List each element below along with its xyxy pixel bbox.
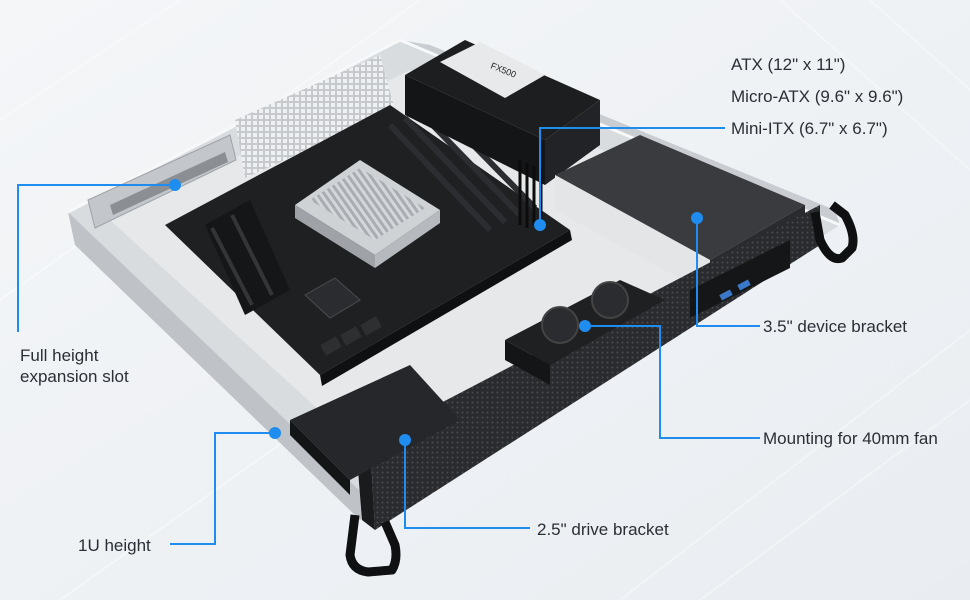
form-factor-atx: ATX (12" x 11") (731, 55, 846, 74)
callout-expansion-slot-line1: Full height (20, 346, 99, 365)
rack-handle-front-left (345, 514, 401, 577)
form-factor-micro-atx: Micro-ATX (9.6" x 9.6") (731, 87, 904, 106)
form-factor-mini-itx: Mini-ITX (6.7" x 6.7") (731, 119, 888, 138)
callout-device-bracket: 3.5" device bracket (763, 317, 908, 336)
cpu-heatsink (295, 160, 440, 268)
expansion-slot-bracket (87, 134, 237, 229)
callout-lines (17, 127, 760, 545)
callout-1u-height: 1U height (78, 536, 151, 555)
drive-bracket-25 (290, 365, 460, 495)
callout-fan-mount: Mounting for 40mm fan (763, 429, 938, 448)
callout-dots (169, 179, 703, 446)
callout-expansion-slot-line2: expansion slot (20, 367, 129, 386)
callout-drive-bracket: 2.5" drive bracket (537, 520, 669, 539)
power-supply: FX500 (405, 40, 600, 228)
rack-handle-front-right (810, 201, 858, 264)
rear-vent-mesh (235, 55, 395, 178)
